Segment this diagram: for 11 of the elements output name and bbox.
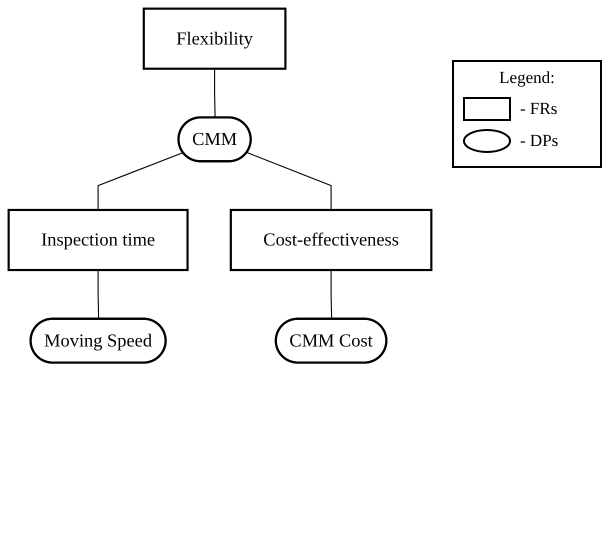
- connector: [214, 68, 216, 118]
- node-box: Flexibility: [142, 8, 286, 70]
- connector: [98, 270, 100, 320]
- legend-text: - FRs: [520, 99, 558, 119]
- connector: [330, 270, 332, 320]
- legend-heading: Legend:: [498, 68, 556, 88]
- connector: [98, 152, 184, 210]
- legend-text: - DPs: [520, 131, 558, 151]
- node-box: Cost-effectiveness: [230, 208, 432, 272]
- connector: [246, 152, 332, 210]
- node-box: Inspection time: [8, 208, 189, 272]
